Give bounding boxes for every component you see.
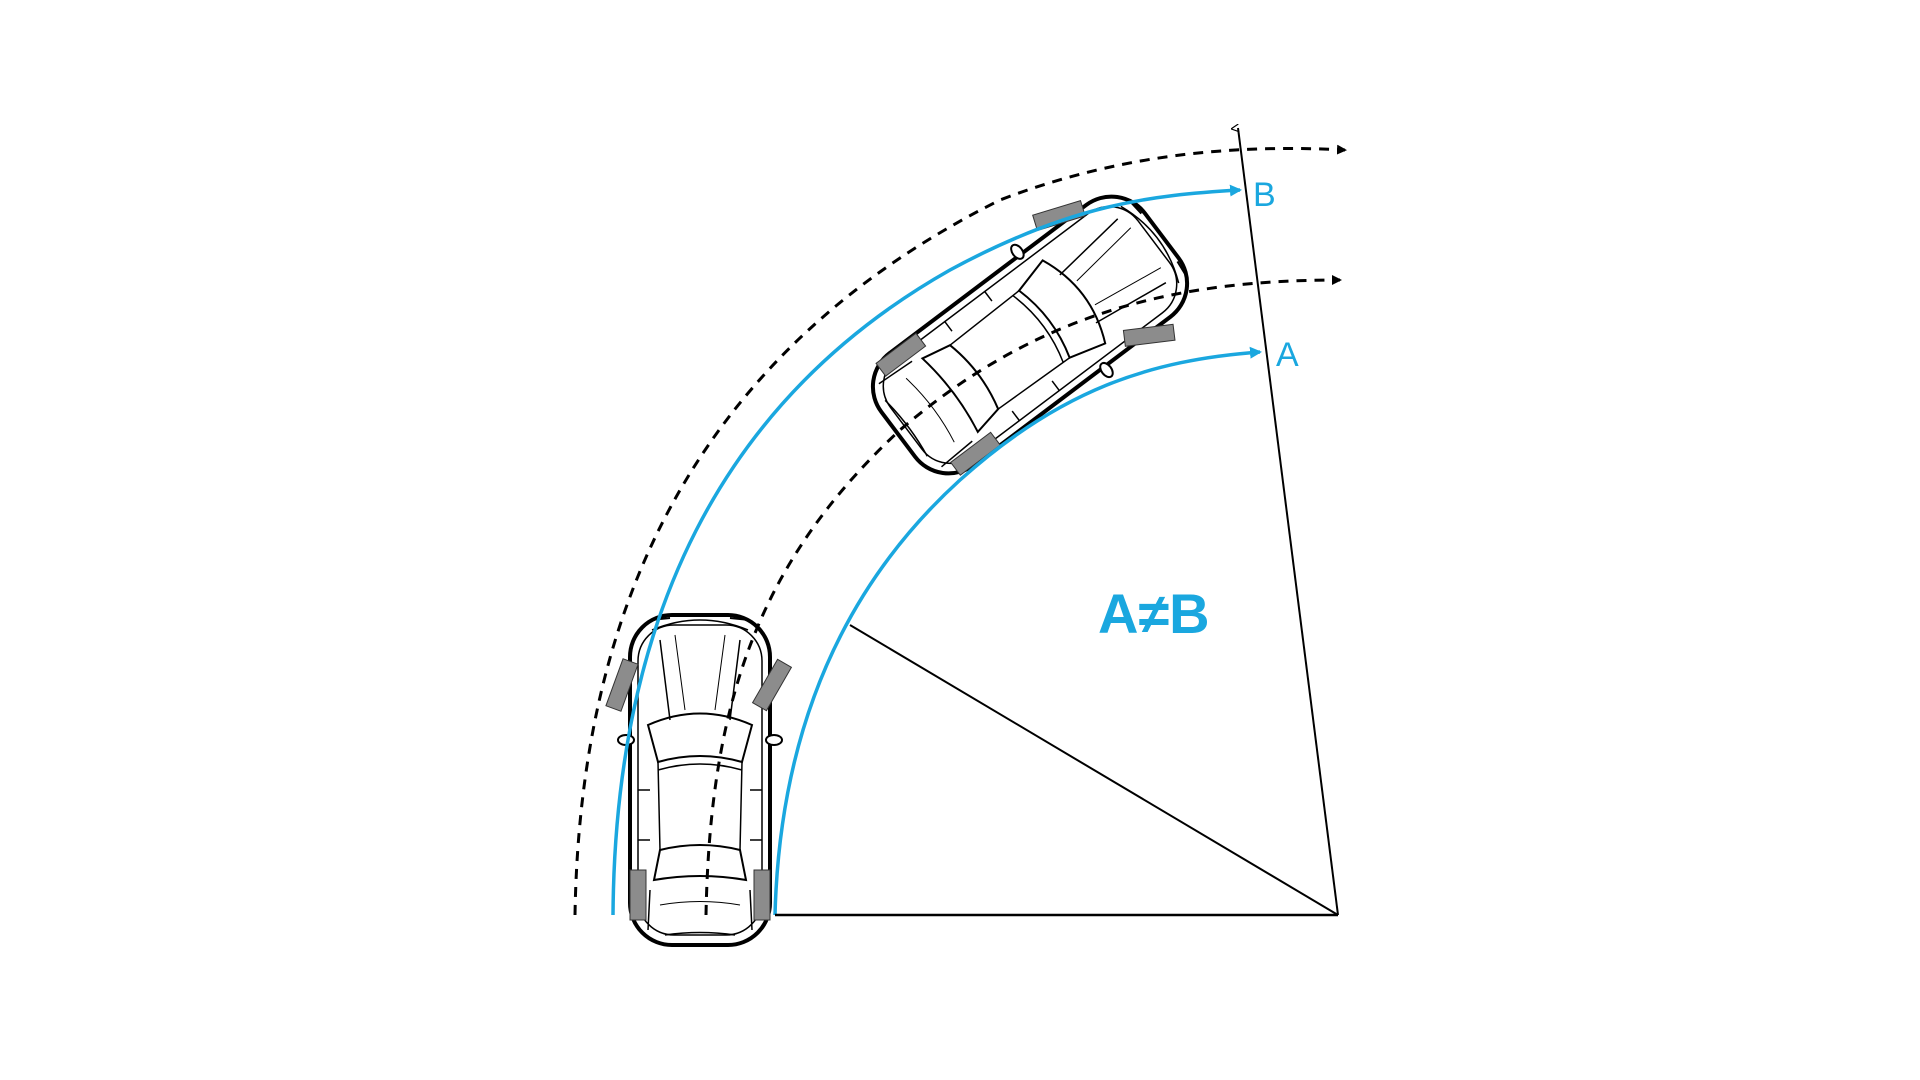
inner-body-path <box>704 275 1342 916</box>
car-end <box>846 168 1214 502</box>
outer-body-path <box>573 144 1347 916</box>
label-b: B <box>1253 176 1276 214</box>
radius-line-diagonal <box>849 624 1339 916</box>
path-a <box>773 346 1262 916</box>
car-start <box>605 613 793 947</box>
label-a-not-equal-b: A≠B <box>1098 582 1210 645</box>
radius-line-vertical <box>1238 128 1339 916</box>
path-b <box>611 184 1242 916</box>
label-a: A <box>1276 336 1299 374</box>
